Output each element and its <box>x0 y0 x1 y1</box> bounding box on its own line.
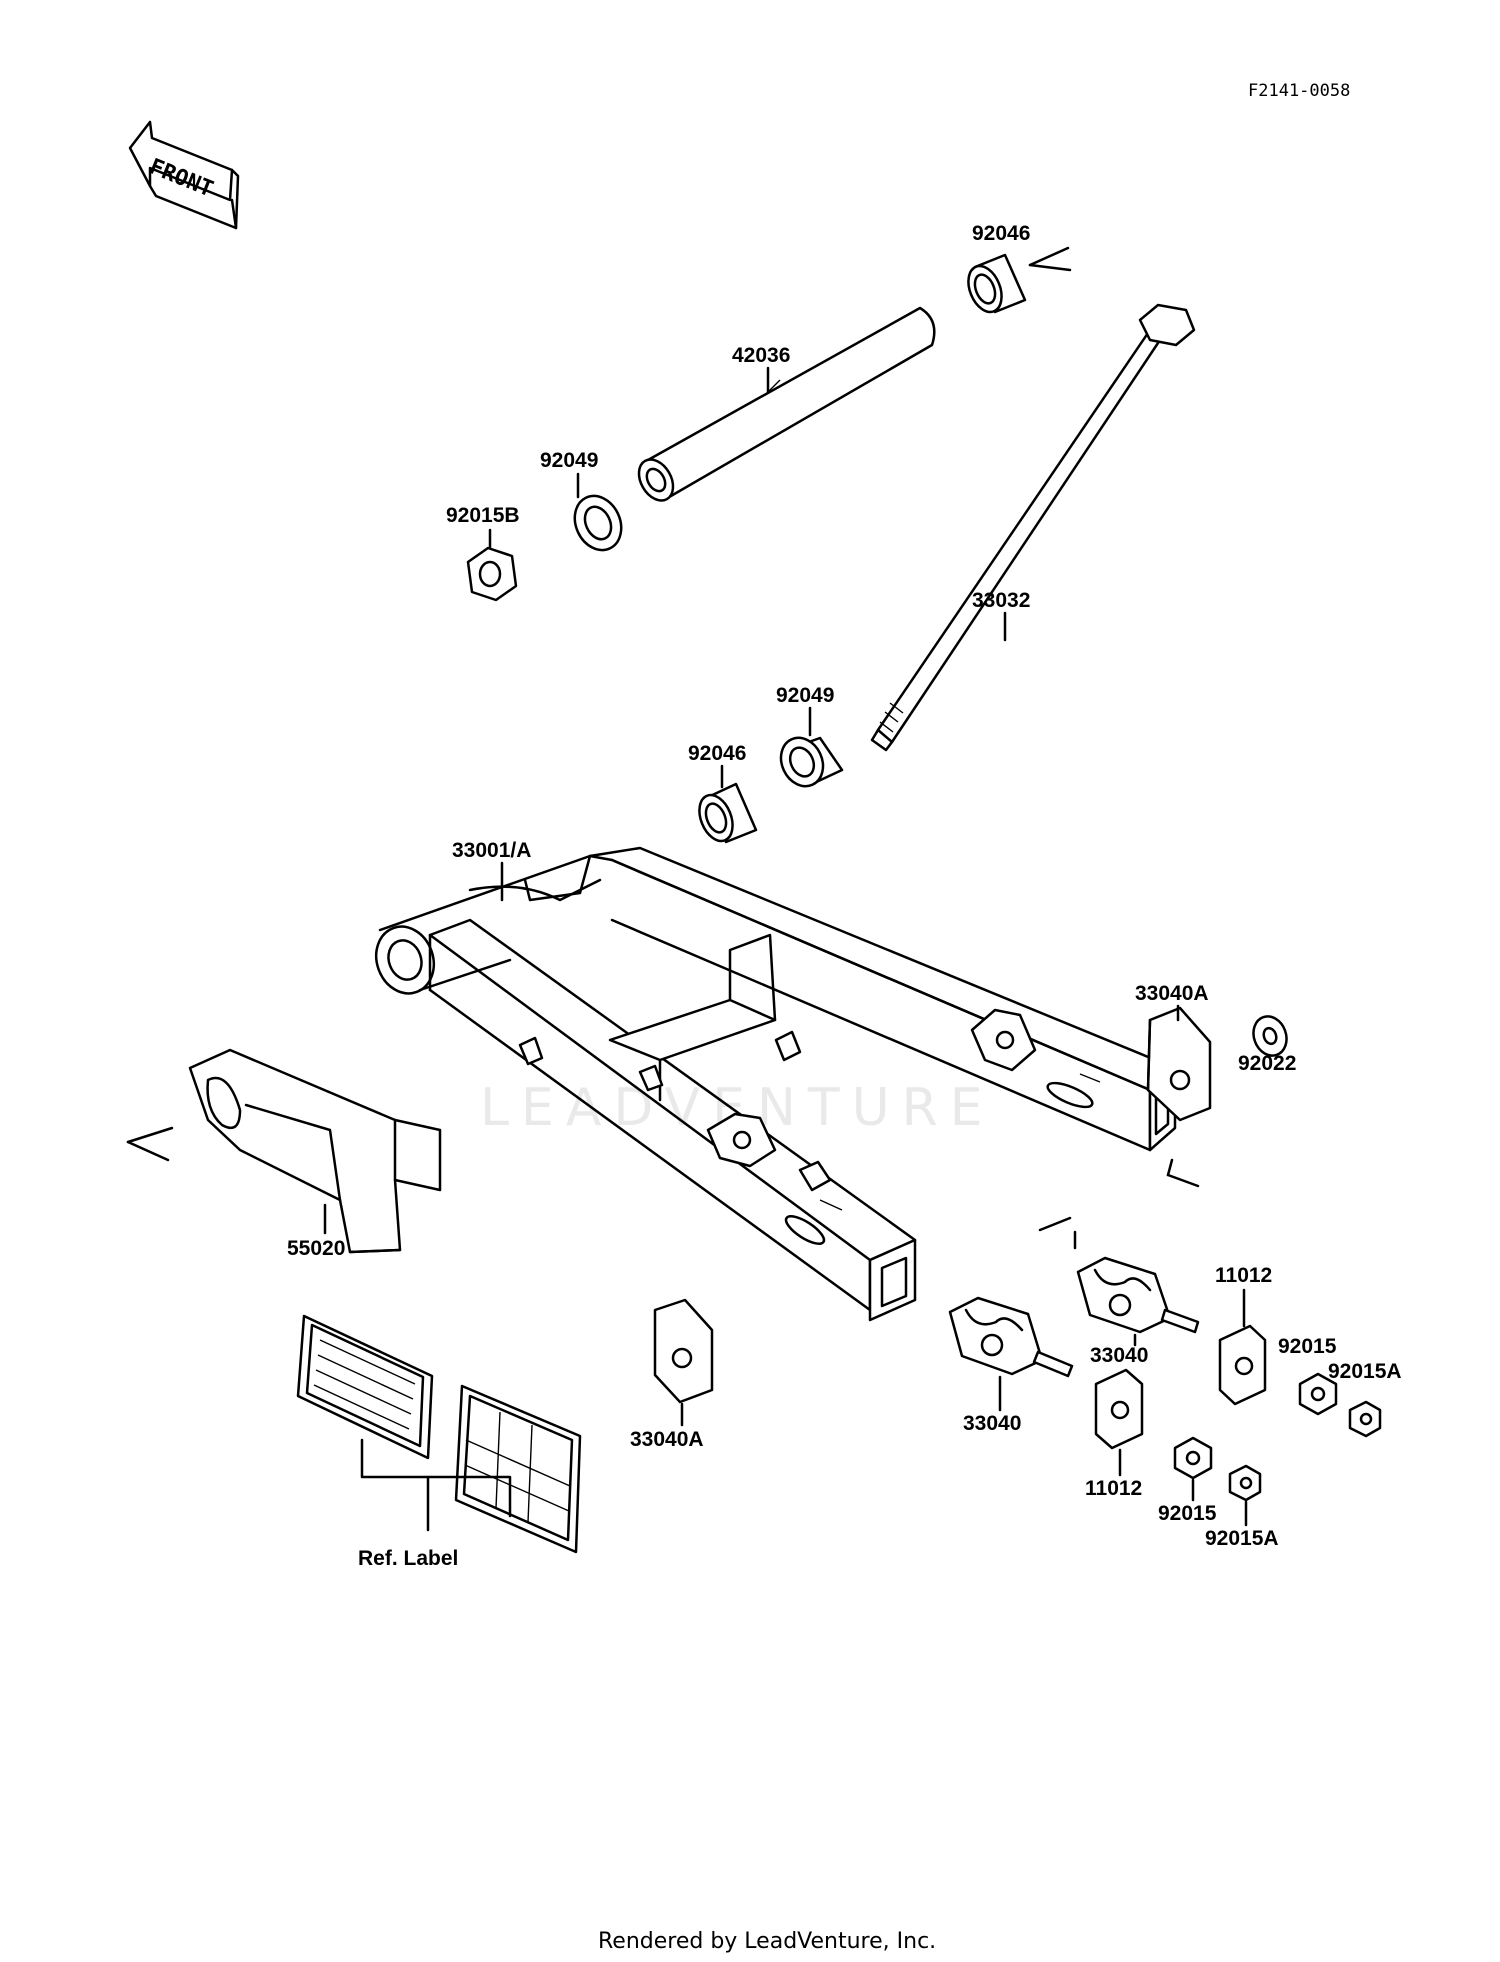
part-33032-pivot-bolt <box>870 303 1196 752</box>
part-label: 92046 <box>688 742 746 765</box>
part-11012-plate-upper <box>1218 1324 1267 1406</box>
direction-tick <box>1028 246 1070 267</box>
part-label: 92022 <box>1238 1052 1296 1075</box>
part-label: 92049 <box>776 684 834 707</box>
guide-line <box>1166 1158 1174 1177</box>
direction-tick <box>126 1126 174 1144</box>
part-label: 33032 <box>972 589 1030 612</box>
part-label: 92015A <box>1328 1360 1402 1383</box>
part-92015A-nut-lower <box>1228 1464 1262 1502</box>
part-label: 92015 <box>1158 1502 1217 1525</box>
part-label: 42036 <box>732 344 790 367</box>
part-11012-plate-lower <box>1094 1368 1144 1450</box>
part-33040-adjuster-upper <box>1076 1256 1200 1334</box>
part-label: 33040A <box>1135 982 1209 1005</box>
part-92046-bearing-lower <box>698 782 758 844</box>
diagram-code: F2141-0058 <box>1248 81 1350 101</box>
part-33040A-bracket-lower <box>653 1298 714 1404</box>
part-33001A-swingarm <box>374 846 1177 1322</box>
part-42036-pivot-tube <box>637 306 936 502</box>
footer-credit: Rendered by LeadVenture, Inc. <box>598 1929 936 1954</box>
part-label: 33001/A <box>452 839 531 862</box>
part-92015A-nut-upper <box>1348 1400 1382 1438</box>
part-label: 33040 <box>963 1412 1021 1435</box>
part-label: 92049 <box>540 449 598 472</box>
part-33040A-bracket-right <box>1146 1006 1212 1122</box>
ref-label-stickers <box>296 1314 582 1554</box>
part-label: 55020 <box>287 1237 345 1260</box>
part-92022-washer <box>1252 1015 1288 1057</box>
part-label: Ref. Label <box>358 1547 458 1570</box>
part-label: 33040 <box>1090 1344 1148 1367</box>
part-label: 33040A <box>630 1428 704 1451</box>
direction-tick <box>126 1140 170 1162</box>
part-92046-bearing-top <box>967 253 1027 314</box>
front-arrow-icon: FRONT <box>128 120 240 230</box>
part-label: 11012 <box>1215 1264 1272 1287</box>
part-92015-nut-lower <box>1173 1436 1213 1480</box>
leader-line <box>360 1438 512 1518</box>
part-label: 92015A <box>1205 1527 1279 1550</box>
guide-line <box>1166 1173 1200 1188</box>
part-55020-chain-guard <box>188 1048 442 1254</box>
part-92015-nut-upper <box>1298 1372 1338 1416</box>
part-92049-seal-upper <box>573 494 623 552</box>
part-33040-adjuster-lower <box>948 1296 1074 1378</box>
part-label: 11012 <box>1085 1477 1142 1500</box>
part-92049-seal-lower <box>779 736 844 788</box>
direction-tick <box>1028 263 1072 272</box>
part-label: 92015 <box>1278 1335 1337 1358</box>
guide-line <box>1038 1216 1072 1232</box>
part-92015B-nut <box>466 546 518 602</box>
part-label: 92015B <box>446 504 520 527</box>
part-label: 92046 <box>972 222 1030 245</box>
